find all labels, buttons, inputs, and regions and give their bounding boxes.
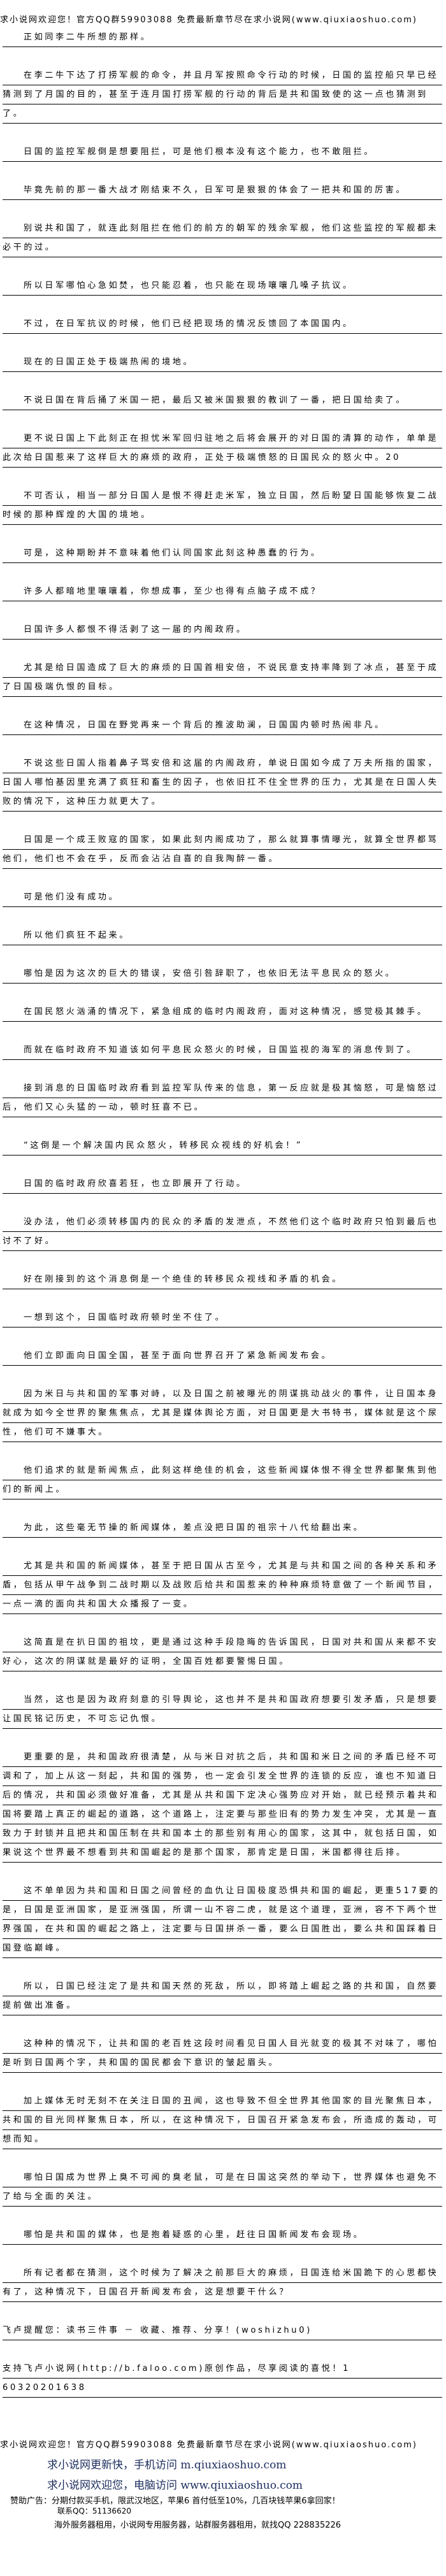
support-faloo-link[interactable]: 支持飞卢小说网(http://b.faloo.com)原创作品，尽享阅读的喜悦！…: [3, 2359, 442, 2379]
chapter-paragraph: 因为米日与共和国的军事对峙，以及日国之前被曝光的阴谋挑动战火的事件，让日国本身就…: [3, 1385, 442, 1442]
server-rental-ad[interactable]: 海外服务器租用，小说网专用服务器，站群服务器租用，就找QQ 228835226: [54, 2521, 342, 2530]
chapter-paragraph: 不说日国在背后捅了米国一把，最后又被米国狠狠的教训了一番，把日国给卖了。: [3, 391, 442, 410]
chapter-paragraph: 日国是一个成王败寇的国家，如果此刻内阁成功了，那么就算事情曝光，就算全世界都骂他…: [3, 831, 442, 869]
chapter-paragraph: 接到消息的日国临时政府看到监控军队传来的信息，第一反应就是极其恼怒，可是恼怒过后…: [3, 1079, 442, 1117]
sponsor-contact-qq: 联系QQ：51136620: [57, 2507, 131, 2515]
chapter-paragraph: 这种种的情况下，让共和国的老百姓这段时间看见日国人目光就变的极其不对味了，哪怕是…: [3, 2035, 442, 2073]
chapter-paragraph: 在这种情况，日国在野党再来一个背后的推波助澜，日国国内顿时热闹非凡。: [3, 716, 442, 735]
chapter-paragraph: 更不说日国上下此刻正在担忧米军回归驻地之后将会展开的对日国的清算的动作，单单是此…: [3, 429, 442, 468]
chapter-paragraph: 尤其是给日国造成了巨大的麻烦的日国首相安倍，不说民意支持率降到了冰点，甚至于成了…: [3, 659, 442, 697]
chapter-paragraph: 毕竟先前的那一番大战才刚结束不久，日军可是狠狠的体会了一把共和国的厉害。: [3, 181, 442, 200]
chapter-paragraph: 不说这些日国人指着鼻子骂安倍和这届的内阁政府，单说日国如今成了万夫所指的国家，日…: [3, 754, 442, 812]
chapter-paragraph: 而就在临时政府不知道该如何平息民众怒火的时候，日国监视的海军的消息传到了。: [3, 1041, 442, 1060]
chapter-paragraph: 所有记者都在猜测，这个时候为了解决之前那巨大的麻烦，日国连给米国跪下的心思都快有…: [3, 2264, 442, 2302]
chapter-paragraph: 他们追求的就是新闻焦点，此刻这样绝佳的机会，这些新闻媒体恨不得全世界都聚焦到他们…: [3, 1461, 442, 1499]
chapter-paragraph: 所以，日国已经注定了是共和国天然的死敌，所以，即将踏上崛起之路的共和国，自然要提…: [3, 1977, 442, 2015]
chapter-paragraph: 更重要的是，共和国政府很清楚，从与米日对抗之后，共和国和米日之间的矛盾已经不可调…: [3, 1748, 442, 1863]
chapter-paragraph: 现在的日国正处于极端热闹的境地。: [3, 353, 442, 372]
chapter-paragraph: 哪怕是因为这次的巨大的错误，安倍引咎辞职了，也依旧无法平息民众的怒火。: [3, 964, 442, 984]
chapter-paragraph: 日国的监控军舰倒是想要阻拦，可是他们根本没有这个能力，也不敢阻拦。: [3, 143, 442, 162]
chapter-paragraph: 哪怕是共和国的媒体，也是抱着疑惑的心里，赶往日国新闻发布会现场。: [3, 2226, 442, 2245]
chapter-paragraph: 尤其是共和国的新闻媒体，甚至于把日国从古至今，尤其是与共和国之间的各种关系和矛盾…: [3, 1557, 442, 1614]
chapter-paragraph: 当然，这也是因为政府刻意的引导舆论，这也并不是共和国政府想要引发矛盾，只是想要让…: [3, 1691, 442, 1729]
chapter-paragraph: 没办法，他们必须转移国内的民众的矛盾的发泄点，不然他们这个临时政府只怕到最后也讨…: [3, 1213, 442, 1251]
chapter-paragraph: 日国许多人都恨不得活剥了这一届的内阁政府。: [3, 620, 442, 640]
mobile-access-link[interactable]: 求小说网更新快，手机访问 m.qiuxiaoshuo.com: [47, 2459, 287, 2472]
chapter-paragraph: 这简直是在扒日国的祖坟，更是通过这种手段隐晦的告诉国民，日国对共和国从来都不安好…: [3, 1633, 442, 1671]
chapter-paragraph: 日国的临时政府欣喜若狂，也立即展开了行动。: [3, 1175, 442, 1194]
chapter-paragraph: 所以日军哪怕心急如焚，也只能忍着，也只能在现场嚷嚷几嗓子抗议。: [3, 276, 442, 296]
chapter-paragraph: 别说共和国了，就连此刻阻拦在他们的前方的朝军的残余军舰，他们这些监控的军舰都未必…: [3, 219, 442, 257]
chapter-paragraph: 他们立即面向日国全国，甚至于面向世界召开了紧急新闻发布会。: [3, 1347, 442, 1366]
chapter-paragraph: 可是他们没有成功。: [3, 888, 442, 907]
sponsor-ad[interactable]: 赞助广告：分期付款买手机，限武汉地区，苹果6 首付低至10%，几百块钱苹果6拿回…: [10, 2496, 340, 2506]
footer-welcome-banner: 求小说网欢迎您！官方QQ群59903088 免费最新章节尽在求小说网(www.q…: [0, 2440, 417, 2450]
chapter-paragraphs: 正如同李二牛所想的那样。在李二牛下达了打捞军舰的命令，并且月军按照命令行动的时候…: [3, 28, 442, 2302]
chapter-code: 60320201638: [3, 2379, 442, 2398]
chapter-paragraph: “这倒是一个解决国内民众怒火，转移民众视线的好机会！”: [3, 1136, 442, 1156]
chapter-paragraph: 所以他们疯狂不起来。: [3, 926, 442, 945]
chapter-paragraph: 哪怕日国成为世界上臭不可闻的臭老鼠，可是在日国这突然的举动下，世界媒体也避免不了…: [3, 2168, 442, 2207]
chapter-paragraph: 这不单单因为共和国和日国之间曾经的血仇让日国极度恐惧共和国的崛起，更重517要的…: [3, 1882, 442, 1958]
chapter-paragraph: 为此，这些毫无节操的新闻媒体，差点没把日国的祖宗十八代给翻出来。: [3, 1519, 442, 1538]
chapter-paragraph: 可是，这种期盼并不意味着他们认同国家此刻这种愚蠢的行为。: [3, 544, 442, 563]
pc-access-link[interactable]: 求小说网欢迎您，电脑访问 www.qiuxiaoshuo.com: [47, 2479, 303, 2492]
reading-reminder: 飞卢提醒您：读书三件事 － 收藏、推荐、分享！(woshizhu0): [3, 2321, 442, 2340]
chapter-paragraph: 不过，在日军抗议的时候，他们已经把现场的情况反馈回了本国国内。: [3, 315, 442, 334]
chapter-paragraph: 不可否认，相当一部分日国人是恨不得赶走米军，独立日国，然后盼望日国能够恢复二战时…: [3, 487, 442, 525]
chapter-paragraph: 一想到这个，日国临时政府顿时坐不住了。: [3, 1308, 442, 1327]
chapter-paragraph: 加上媒体无时无刻不在关注日国的丑闻，这也导致不但全世界其他国家的目光聚焦日本，共…: [3, 2092, 442, 2149]
site-welcome-banner: 求小说网欢迎您！官方QQ群59903088 免费最新章节尽在求小说网(www.q…: [0, 15, 417, 25]
chapter-paragraph: 在李二牛下达了打捞军舰的命令，并且月军按照命令行动的时候，日国的监控船只早已经猜…: [3, 66, 442, 124]
chapter-paragraph: 好在刚接到的这个消息倒是一个绝佳的转移民众视线和矛盾的机会。: [3, 1270, 442, 1289]
chapter-paragraph: 许多人都暗地里嚷嚷着，你想成事，至少也得有点脑子成不成？: [3, 582, 442, 601]
site-footer: 求小说网欢迎您！官方QQ群59903088 免费最新章节尽在求小说网(www.q…: [0, 2433, 446, 2576]
chapter-paragraph: 在国民怒火汹涌的情况下，紧急组成的临时内阁政府，面对这种情况，感觉极其棘手。: [3, 1003, 442, 1022]
chapter-paragraph: 正如同李二牛所想的那样。: [3, 28, 442, 47]
chapter-content: 正如同李二牛所想的那样。在李二牛下达了打捞军舰的命令，并且月军按照命令行动的时候…: [0, 28, 442, 2398]
